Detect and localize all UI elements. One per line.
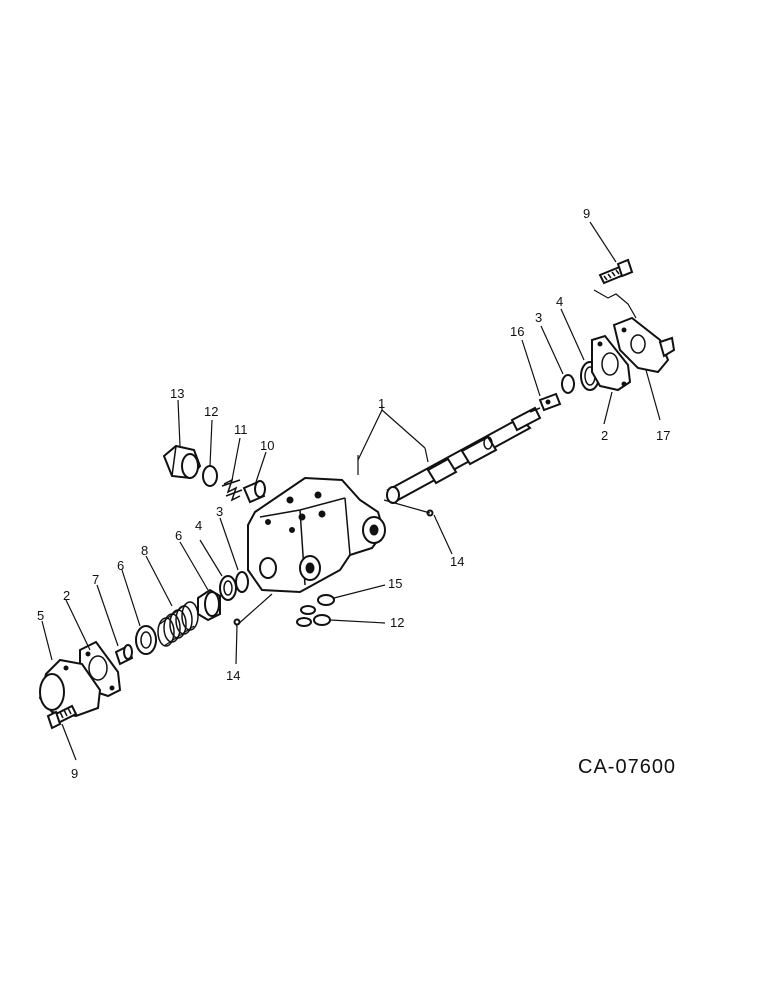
part-2-gasket-right (591, 334, 632, 392)
callout-4-left: 4 (195, 518, 202, 533)
callout-17: 17 (656, 428, 670, 443)
part-6-seat-upper (197, 588, 221, 622)
diagram-code: CA-07600 (578, 756, 676, 778)
part-3-ring-left (235, 571, 249, 593)
part-12-ring-top (202, 465, 218, 487)
callout-2-left: 2 (63, 588, 70, 603)
callout-12-top: 12 (204, 404, 218, 419)
callout-4-right: 4 (556, 294, 563, 309)
valve-body (247, 476, 386, 594)
part-16-plate (538, 392, 562, 412)
callout-12-right: 12 (390, 615, 404, 630)
callout-16: 16 (510, 324, 524, 339)
callout-3-left: 3 (216, 504, 223, 519)
spool (386, 406, 542, 504)
callout-10: 10 (260, 438, 274, 453)
part-13-plug (162, 444, 202, 480)
callout-9-bottom: 9 (71, 766, 78, 781)
part-11-spring (221, 478, 243, 502)
part-15-orings (300, 594, 335, 615)
callout-11: 11 (234, 422, 248, 437)
part-5-cap-left (38, 658, 102, 718)
part-7-poppet (114, 644, 134, 666)
callout-1: 1 (378, 396, 385, 411)
callout-7: 7 (92, 572, 99, 587)
part-4-ring-left (219, 575, 237, 601)
callout-8: 8 (141, 543, 148, 558)
callout-5: 5 (37, 608, 44, 623)
part-10-plunger (242, 480, 266, 504)
part-3-ring-right (561, 374, 575, 394)
callout-9-top: 9 (583, 206, 590, 221)
part-6-washer-lower (135, 625, 157, 655)
callout-14-right: 14 (450, 554, 464, 569)
part-9-bolt-bottom (46, 704, 78, 730)
callout-15: 15 (388, 576, 402, 591)
callout-3-right: 3 (535, 310, 542, 325)
part-9-bolt-top (593, 258, 637, 319)
callout-labels: 1 9 16 3 4 2 17 13 12 11 10 14 15 12 3 4… (37, 206, 670, 781)
callout-1-bracket (357, 405, 429, 475)
callout-2-right: 2 (601, 428, 608, 443)
part-12-orings-lower (296, 614, 331, 627)
callout-13: 13 (170, 386, 184, 401)
callout-6-lower: 6 (117, 558, 124, 573)
callout-14-left: 14 (226, 668, 240, 683)
part-17-cap-right (612, 316, 676, 374)
callout-6-upper: 6 (175, 528, 182, 543)
part-8-spring (157, 601, 199, 647)
leader-lines (41, 221, 661, 761)
